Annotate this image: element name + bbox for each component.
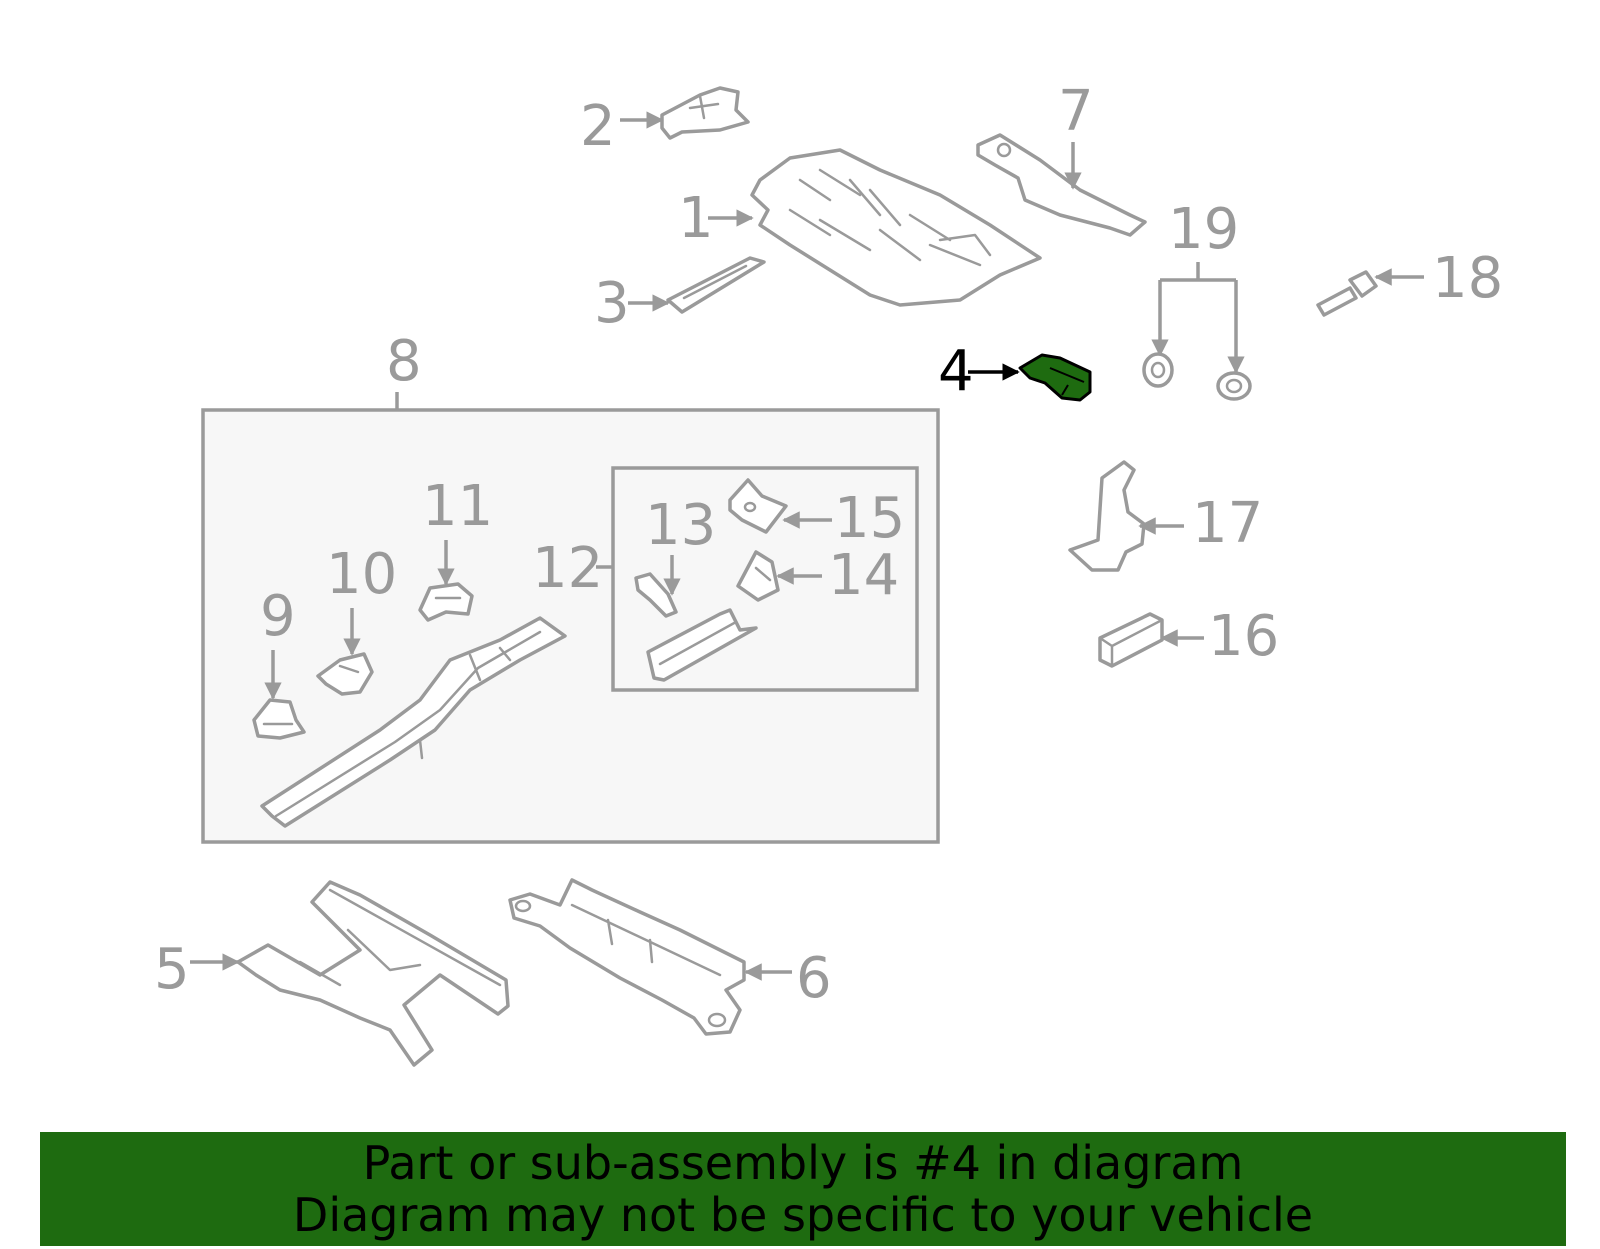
callout-label-12: 12 <box>532 536 603 601</box>
callout-12: 12 <box>532 536 613 601</box>
part-13-bracket[interactable] <box>634 572 678 618</box>
callout-label-15: 15 <box>834 486 905 551</box>
part-notice-banner: Part or sub-assembly is #4 in diagram Di… <box>40 1132 1566 1246</box>
part-12-crossmember[interactable] <box>646 608 758 682</box>
callout-label-18: 18 <box>1432 246 1503 311</box>
callout-label-17: 17 <box>1192 491 1263 556</box>
callout-9: 9 <box>260 584 296 700</box>
part-10-bracket[interactable] <box>316 652 374 696</box>
callout-14: 14 <box>776 543 899 608</box>
banner-line-1: Part or sub-assembly is #4 in diagram <box>362 1136 1244 1190</box>
callout-6: 6 <box>744 946 832 1011</box>
callout-label-14: 14 <box>828 543 899 608</box>
part-17-brace[interactable] <box>1068 460 1146 572</box>
part-2-bracket[interactable] <box>660 86 750 140</box>
callout-label-9: 9 <box>260 584 296 649</box>
callout-5: 5 <box>154 937 240 1002</box>
callout-label-7: 7 <box>1058 79 1094 144</box>
callout-15: 15 <box>782 486 905 551</box>
callout-label-3: 3 <box>594 271 630 336</box>
part-14-bracket[interactable] <box>736 550 780 602</box>
callout-label-2: 2 <box>580 94 616 159</box>
callout-2: 2 <box>580 94 664 159</box>
callout-label-6: 6 <box>796 946 832 1011</box>
callout-3: 3 <box>594 271 670 336</box>
part-19-nut-right[interactable] <box>1216 371 1252 401</box>
part-8-side-rail[interactable] <box>260 616 567 828</box>
part-7-reinforcement[interactable] <box>976 133 1147 237</box>
callout-7: 7 <box>1058 79 1094 190</box>
part-19-nut-left[interactable] <box>1142 352 1174 388</box>
callout-1: 1 <box>678 186 754 251</box>
callout-label-1: 1 <box>678 186 714 251</box>
callout-label-16: 16 <box>1208 604 1279 669</box>
part-6-crossmember[interactable] <box>508 878 746 1036</box>
callout-13: 13 <box>645 493 716 596</box>
part-16-block[interactable] <box>1098 612 1164 668</box>
banner-line-2: Diagram may not be specific to your vehi… <box>292 1188 1314 1242</box>
callout-11: 11 <box>422 474 493 586</box>
part-3-channel[interactable] <box>666 256 766 314</box>
part-18-bolt[interactable] <box>1316 270 1378 317</box>
callout-4: 4 <box>938 339 1020 404</box>
callout-label-4: 4 <box>938 339 974 404</box>
callout-label-8: 8 <box>386 329 422 394</box>
callout-label-13: 13 <box>645 493 716 558</box>
callout-17: 17 <box>1138 491 1263 556</box>
callout-8: 8 <box>386 329 422 410</box>
part-15-bracket[interactable] <box>728 478 788 534</box>
part-5-crossmember[interactable] <box>236 880 510 1067</box>
callout-10: 10 <box>326 542 397 656</box>
part-9-bracket[interactable] <box>252 698 306 740</box>
callout-label-5: 5 <box>154 937 190 1002</box>
callout-label-10: 10 <box>326 542 397 607</box>
callout-19: 19 <box>1151 197 1245 374</box>
part-11-bracket[interactable] <box>418 582 474 622</box>
callout-16: 16 <box>1160 604 1279 669</box>
callout-label-19: 19 <box>1168 197 1239 262</box>
callout-18: 18 <box>1374 246 1503 311</box>
part-4-bracket-highlighted[interactable] <box>1018 353 1092 402</box>
callout-label-11: 11 <box>422 474 493 539</box>
part-1-floor-pan[interactable] <box>750 148 1042 307</box>
